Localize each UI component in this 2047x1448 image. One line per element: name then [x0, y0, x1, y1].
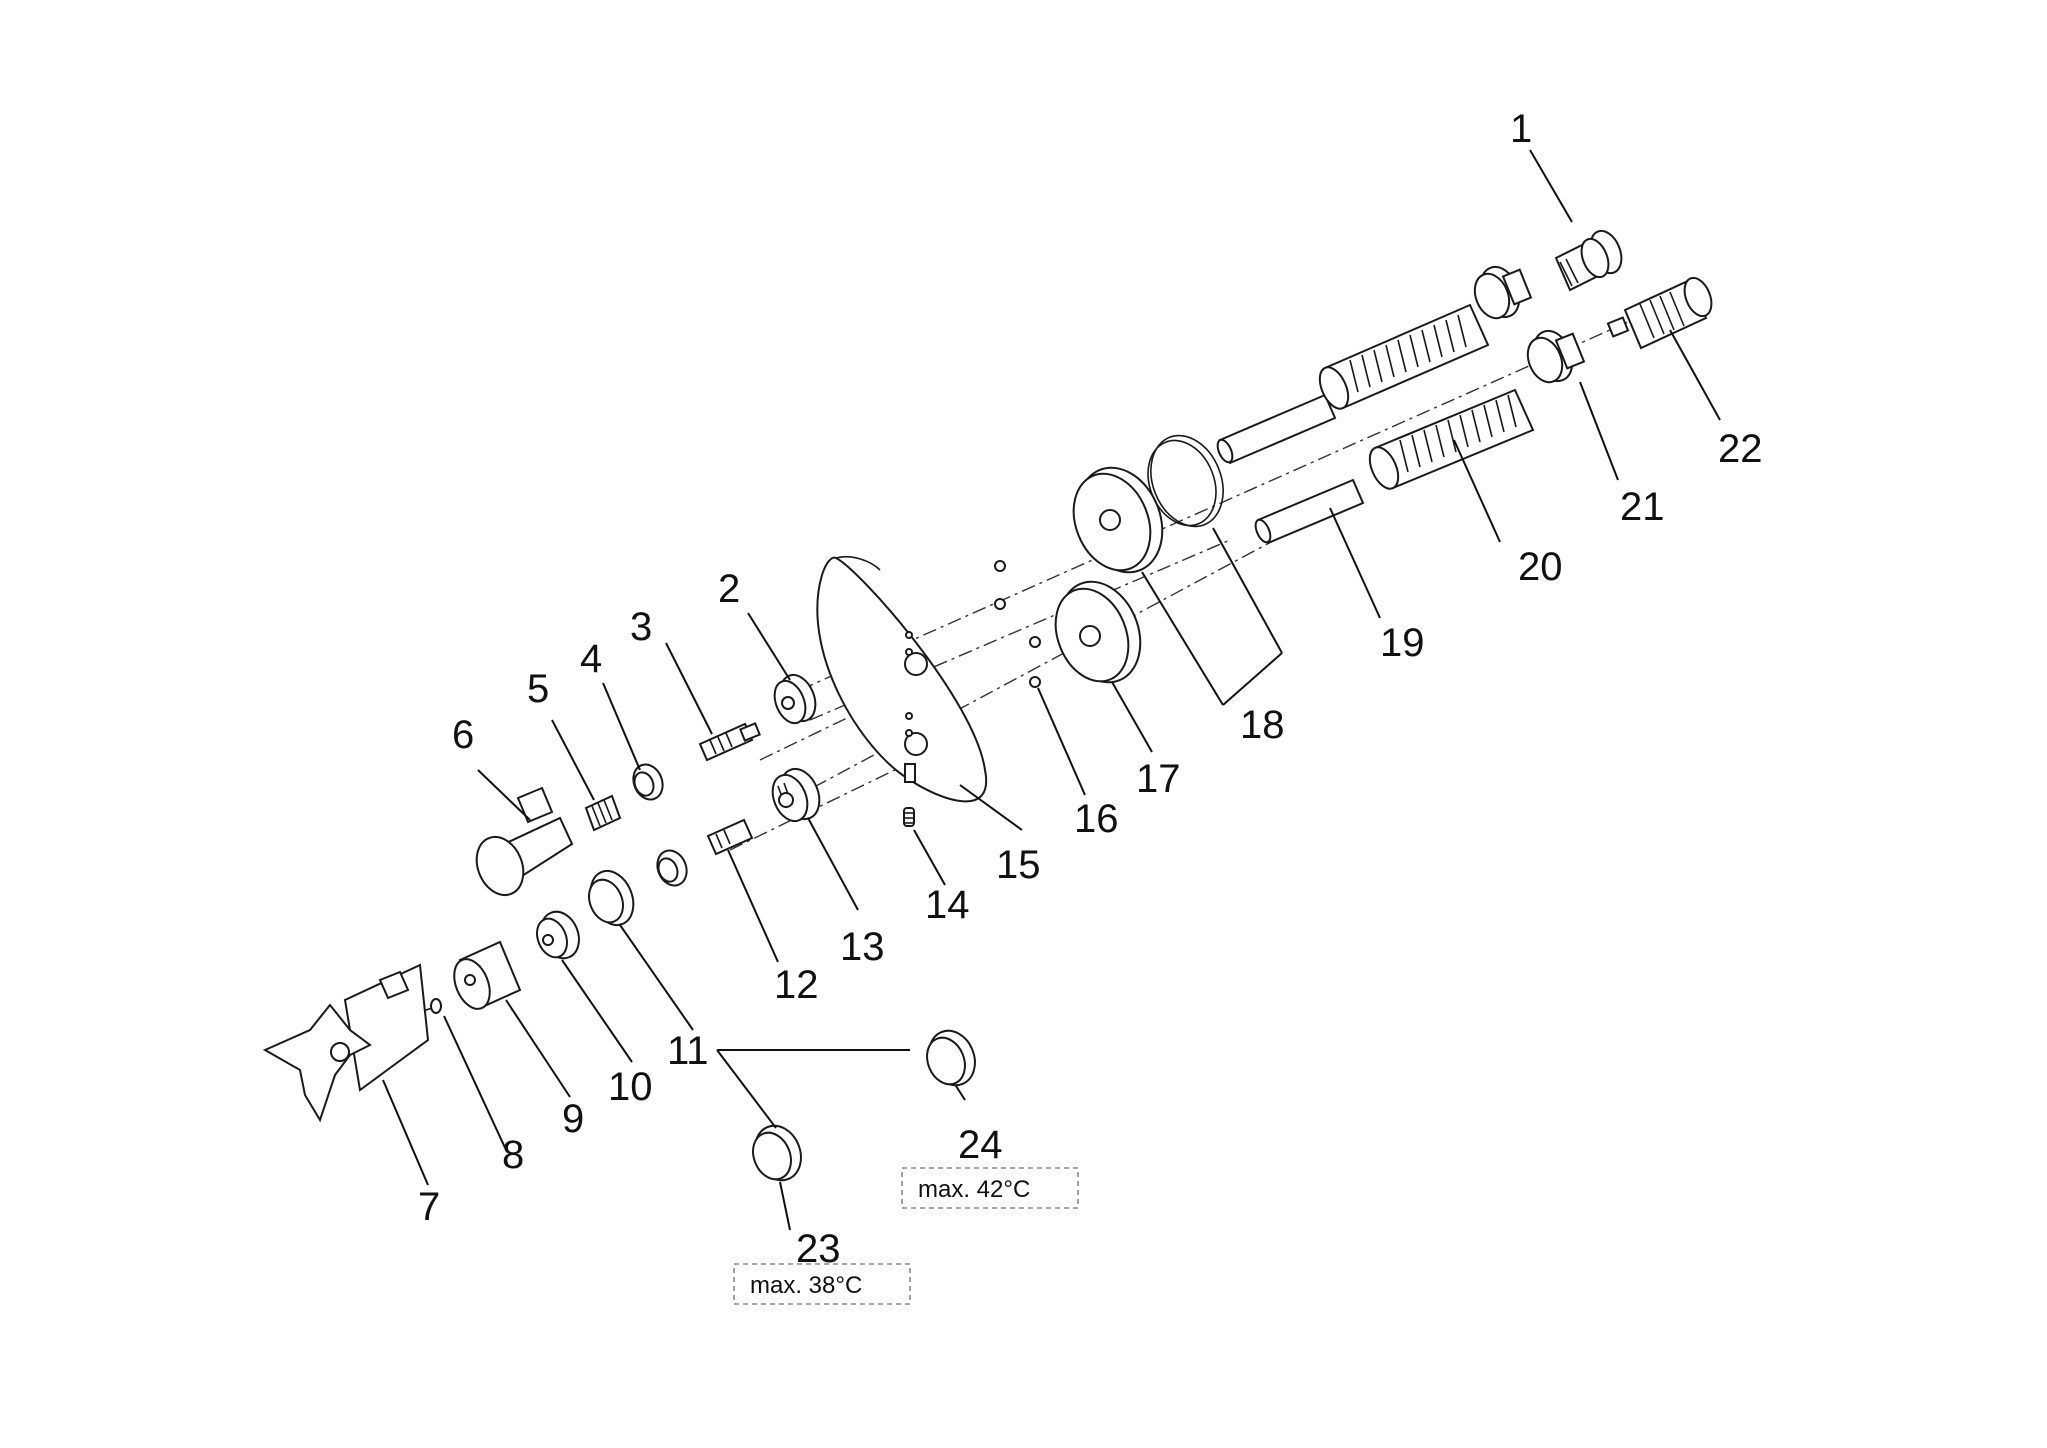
- part-16-screws: [994, 560, 1041, 688]
- note-max-42: max. 42°C: [918, 1176, 1030, 1203]
- callout-11: 11: [667, 1029, 709, 1073]
- note-part-24: max. 42°C: [901, 1167, 1079, 1209]
- callout-4: 4: [580, 637, 602, 681]
- callout-20: 20: [1518, 545, 1563, 589]
- note-part-23: max. 38°C: [733, 1263, 911, 1305]
- callout-3: 3: [630, 605, 652, 649]
- callout-10: 10: [608, 1065, 653, 1109]
- part-20-ribbed-sleeves: [1318, 303, 1535, 490]
- part-10-knurled-ring: [536, 910, 580, 960]
- part-11-nut: [588, 849, 688, 927]
- part-8-screw: [419, 998, 442, 1014]
- part-12-lower-spindle: [706, 818, 754, 856]
- callout-21: 21: [1620, 485, 1665, 529]
- part-19-extension-tubes: [1216, 393, 1365, 545]
- part-18-ring-and-o-ring: [1072, 434, 1224, 574]
- callout-5: 5: [527, 667, 549, 711]
- callout-18: 18: [1240, 703, 1285, 747]
- part-1-upper-cartridge: [1554, 229, 1623, 292]
- part-2-valve-body: [773, 673, 817, 725]
- callout-7: 7: [418, 1185, 440, 1229]
- part-23-temp-ring: [752, 1124, 802, 1182]
- callout-1: 1: [1510, 107, 1532, 151]
- part-21-threaded-adapters: [1473, 265, 1586, 384]
- callout-2: 2: [718, 567, 740, 611]
- part-24-temp-ring: [926, 1029, 976, 1087]
- leader-lines: [382, 149, 1721, 1231]
- note-max-38: max. 38°C: [750, 1272, 862, 1299]
- callout-9: 9: [562, 1097, 584, 1141]
- callout-15: 15: [996, 843, 1041, 887]
- callout-22: 22: [1718, 427, 1763, 471]
- part-3-spindle: [698, 722, 761, 762]
- part-14-set-screw: [903, 807, 915, 827]
- callout-14: 14: [925, 883, 970, 927]
- callout-6: 6: [452, 713, 474, 757]
- callout-12: 12: [774, 963, 819, 1007]
- callout-16: 16: [1074, 797, 1119, 841]
- part-13-lower-valve-body: [771, 767, 821, 823]
- callout-17: 17: [1136, 757, 1181, 801]
- callout-13: 13: [840, 925, 885, 969]
- callout-19: 19: [1380, 621, 1425, 665]
- callout-numbers: 1 2 3 4 5 6 7 8 9 10 11 12 13 14 15 16 1…: [418, 107, 1763, 1271]
- callout-8: 8: [502, 1133, 524, 1177]
- part-17-escutcheon-ring: [1054, 580, 1142, 684]
- part-7-cross-handle: [262, 963, 430, 1123]
- callout-24: 24: [958, 1123, 1003, 1167]
- part-9-handle-hub: [453, 940, 522, 1010]
- part-4-hex-nut: [632, 763, 664, 801]
- part-22-thermostatic-cartridge: [1606, 276, 1713, 350]
- part-5-splined-adapter: [584, 794, 622, 832]
- part-15-cover-plate: [816, 555, 988, 803]
- part-6-knob: [475, 786, 574, 897]
